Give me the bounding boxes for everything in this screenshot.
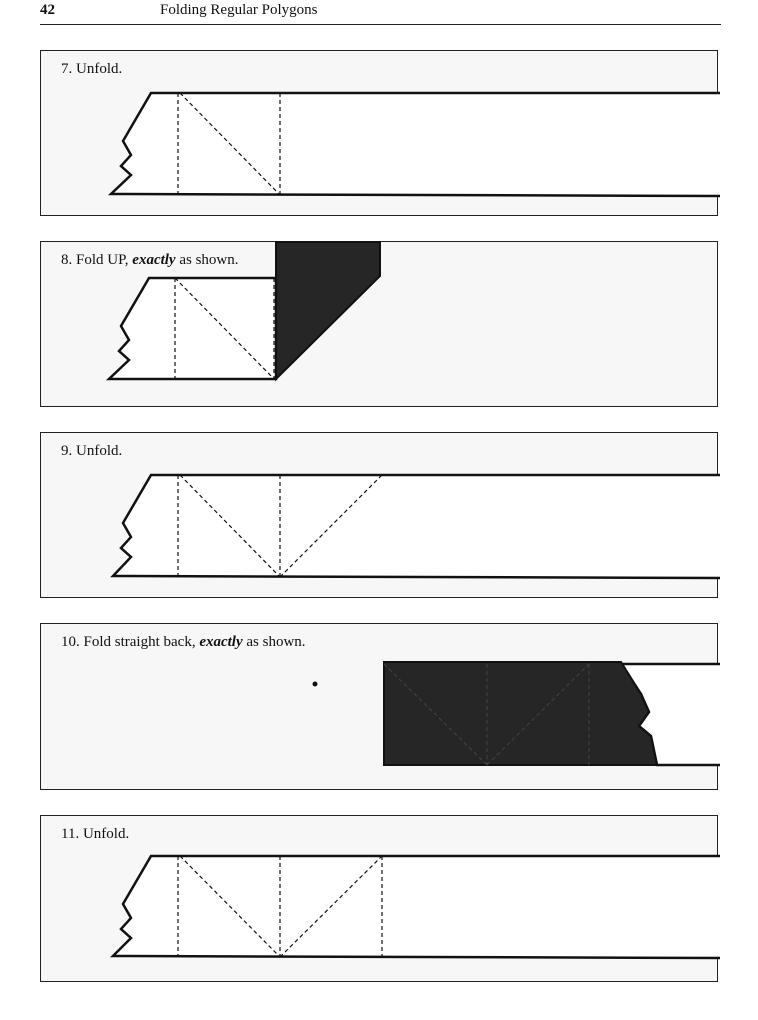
crease-lines — [177, 92, 281, 196]
paper-strip — [105, 276, 278, 381]
step-7-label: 7. Unfold. — [61, 61, 123, 77]
step-11-panel: 11. Unfold. — [40, 815, 721, 982]
step-9-diagram — [110, 473, 721, 580]
step-8-panel: 8. Fold UP, exactly as shown. — [40, 241, 718, 407]
step-9-panel: 9. Unfold. — [40, 432, 721, 598]
step-11-label: 11. Unfold. — [61, 826, 130, 842]
paper-strip — [107, 91, 721, 198]
folded-back-section — [383, 661, 659, 766]
step-10-label: 10. Fold straight back, exactly as shown… — [61, 634, 306, 650]
crease-lines — [177, 855, 383, 958]
step-8-diagram — [105, 241, 381, 382]
crease-lines — [177, 474, 383, 578]
header-rule — [40, 24, 721, 25]
step-7-diagram — [107, 91, 721, 198]
step-9-label: 9. Unfold. — [61, 443, 123, 459]
running-title: Folding Regular Polygons — [160, 2, 318, 18]
folded-flap — [275, 241, 381, 382]
step-8-label: 8. Fold UP, exactly as shown. — [61, 252, 239, 268]
speck — [312, 681, 318, 687]
paper-strip — [110, 473, 721, 580]
page-header: 42 Folding Regular Polygons — [0, 0, 758, 30]
paper-strip — [109, 854, 721, 960]
step-10-panel: 10. Fold straight back, exactly as shown… — [40, 623, 720, 790]
hidden-crease-lines — [383, 663, 590, 766]
crease-lines — [174, 277, 275, 380]
page-number: 42 — [40, 2, 55, 18]
step-7-panel: 7. Unfold. — [40, 50, 721, 216]
step-10-diagram — [312, 661, 720, 767]
step-11-diagram — [109, 854, 721, 960]
